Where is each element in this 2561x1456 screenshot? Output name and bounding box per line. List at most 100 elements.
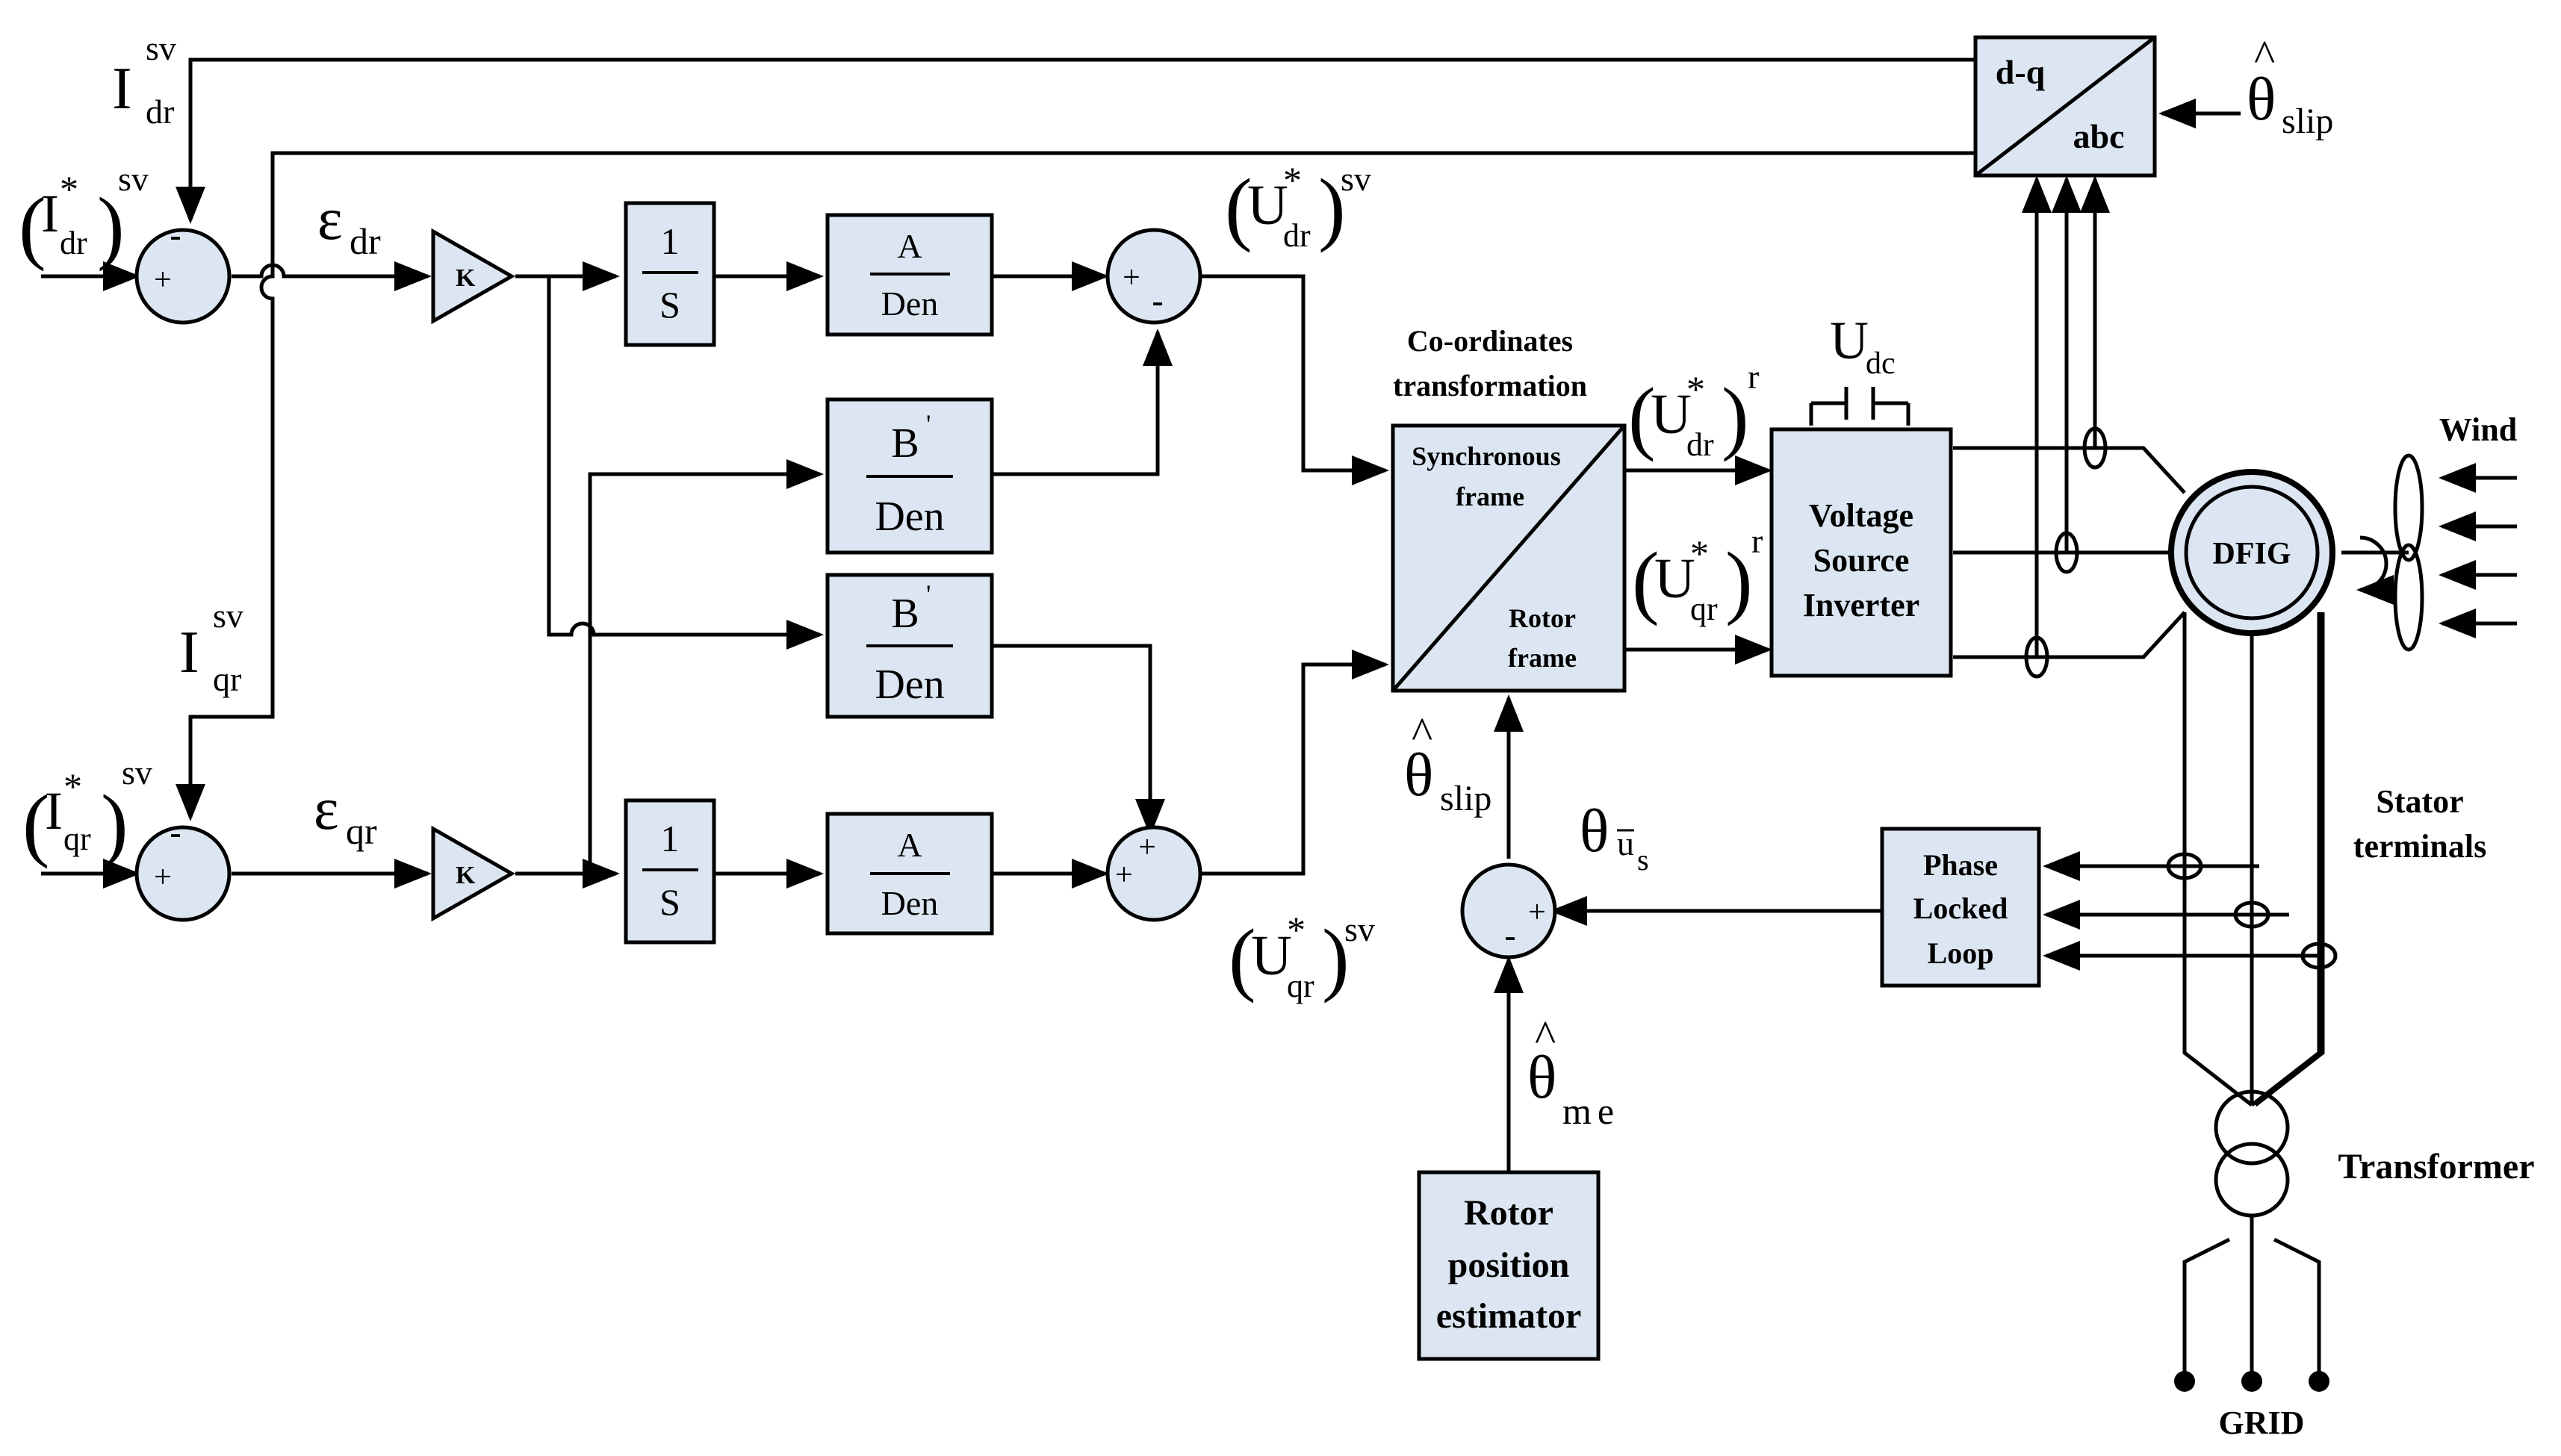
transformer-winding-bottom xyxy=(2214,1142,2290,1218)
label-iqr-sv: I sv qr xyxy=(179,597,243,698)
svg-text:Source: Source xyxy=(1813,542,1910,579)
svg-text:): ) xyxy=(1322,912,1350,1004)
svg-text:*: * xyxy=(1686,368,1705,410)
svg-text:A: A xyxy=(897,826,922,864)
svg-text:): ) xyxy=(97,181,125,272)
label-udc: U dc xyxy=(1830,311,1896,381)
svg-text:Stator: Stator xyxy=(2376,783,2463,820)
svg-text:K: K xyxy=(456,862,476,889)
svg-text:θ: θ xyxy=(1580,797,1609,865)
svg-text:I: I xyxy=(179,620,199,685)
feedback-lines xyxy=(176,57,1979,821)
svg-text:U: U xyxy=(1830,311,1869,370)
svg-text:): ) xyxy=(101,778,128,869)
grid-label: GRID xyxy=(2219,1404,2305,1441)
svg-text:K: K xyxy=(456,264,476,292)
label-idr-ref: ( I * dr ) sv xyxy=(19,160,149,272)
svg-text:U: U xyxy=(1247,174,1288,237)
svg-text:-: - xyxy=(1504,916,1515,954)
svg-text:): ) xyxy=(1722,371,1749,462)
svg-text:(: ( xyxy=(22,778,50,869)
turbine-blade-bottom xyxy=(2393,543,2424,652)
svg-text:Locked: Locked xyxy=(1913,892,2008,925)
svg-text:Phase: Phase xyxy=(1923,848,1998,882)
svg-text:qr: qr xyxy=(346,810,377,852)
svg-text:qr: qr xyxy=(1690,591,1718,627)
svg-text:B: B xyxy=(891,420,919,467)
svg-text:): ) xyxy=(1725,535,1753,626)
label-udr-r: ( U * dr ) r xyxy=(1628,358,1759,463)
svg-text:abc: abc xyxy=(2073,117,2125,155)
svg-text:frame: frame xyxy=(1508,643,1577,673)
svg-text:): ) xyxy=(1318,162,1346,253)
svg-text:sv: sv xyxy=(213,597,243,635)
coord-transform-title: Co-ordinates transformation xyxy=(1393,324,1587,402)
svg-text:qr: qr xyxy=(1287,968,1314,1004)
svg-text:+: + xyxy=(1123,261,1140,295)
stator-terminals-label: Stator terminals xyxy=(2353,783,2486,865)
svg-text:dc: dc xyxy=(1866,346,1896,381)
svg-text:(: ( xyxy=(1628,371,1656,462)
svg-text:sv: sv xyxy=(1344,910,1375,948)
svg-text:transformation: transformation xyxy=(1393,369,1587,402)
svg-text:Den: Den xyxy=(881,284,939,323)
transformer-label: Transformer xyxy=(2338,1147,2534,1186)
svg-text:+: + xyxy=(154,263,172,297)
svg-text:θ: θ xyxy=(1404,741,1433,809)
svg-text:A: A xyxy=(897,227,922,265)
svg-text:*: * xyxy=(1287,909,1306,951)
rotor-position-estimator: Rotor position estimator xyxy=(1417,1170,1601,1361)
svg-text:I: I xyxy=(41,184,59,243)
svg-text:I: I xyxy=(45,781,63,841)
svg-text:(: ( xyxy=(1225,162,1252,253)
label-iqr-ref: ( I * qr ) sv xyxy=(22,753,152,869)
svg-text:sv: sv xyxy=(118,160,149,198)
svg-text:Inverter: Inverter xyxy=(1803,587,1919,623)
svg-text:U: U xyxy=(1251,924,1292,987)
svg-text:DFIG: DFIG xyxy=(2213,537,2291,571)
svg-text:*: * xyxy=(1690,532,1709,574)
sum-junction-uq: + + xyxy=(1105,825,1202,922)
svg-text:1: 1 xyxy=(661,220,680,262)
svg-text:Den: Den xyxy=(875,494,944,540)
svg-text:θ: θ xyxy=(1527,1043,1556,1111)
voltage-source-inverter: Voltage Source Inverter xyxy=(1769,427,1953,678)
svg-text:B: B xyxy=(891,591,919,637)
svg-text:Rotor: Rotor xyxy=(1464,1193,1553,1233)
svg-text:qr: qr xyxy=(63,821,91,857)
svg-text:Loop: Loop xyxy=(1928,936,1994,970)
svg-text:I: I xyxy=(112,56,132,122)
svg-text:Den: Den xyxy=(881,884,939,922)
svg-text:(: ( xyxy=(1229,912,1256,1004)
svg-text:(: ( xyxy=(1632,535,1660,626)
svg-text:dr: dr xyxy=(1283,217,1311,254)
power-wiring xyxy=(1624,175,2517,1392)
svg-text:sv: sv xyxy=(146,29,176,67)
turbine-blade-top xyxy=(2393,453,2424,562)
block-a-den-q: A Den xyxy=(825,812,994,936)
transformer-winding-top xyxy=(2214,1089,2290,1166)
svg-text:estimator: estimator xyxy=(1436,1296,1582,1336)
svg-text:-: - xyxy=(170,216,181,254)
svg-text:Co-ordinates: Co-ordinates xyxy=(1407,324,1573,358)
grid-terminal-1 xyxy=(2174,1371,2195,1392)
block-b-den-d: B ' Den xyxy=(825,397,994,555)
svg-text:slip: slip xyxy=(2282,102,2333,141)
svg-text:+: + xyxy=(1528,895,1546,930)
svg-text:+: + xyxy=(1138,830,1156,865)
label-eps-qr: ε qr xyxy=(314,777,377,852)
svg-text:': ' xyxy=(926,409,931,439)
svg-text:': ' xyxy=(926,579,931,609)
svg-text:+: + xyxy=(154,860,172,895)
svg-text:U: U xyxy=(1654,547,1695,610)
integrator-d: 1 S xyxy=(624,201,716,347)
block-b-den-q: B ' Den xyxy=(825,573,994,719)
label-udr-sv: ( U * dr ) sv xyxy=(1225,159,1371,254)
svg-text:Den: Den xyxy=(875,662,944,708)
svg-text:1: 1 xyxy=(661,818,680,859)
svg-text:ε: ε xyxy=(317,187,343,252)
svg-text:sv: sv xyxy=(122,753,152,791)
svg-text:*: * xyxy=(63,765,82,807)
svg-text:r: r xyxy=(1748,358,1759,396)
